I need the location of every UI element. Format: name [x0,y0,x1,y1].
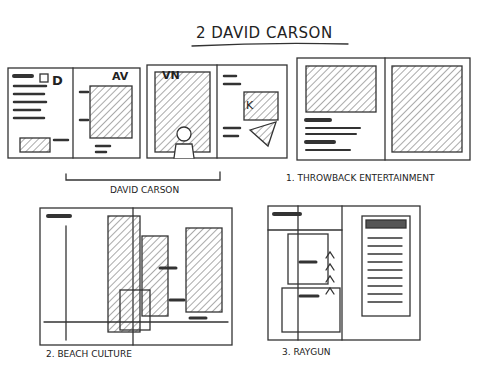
sketch-letter: VN [162,70,180,81]
thumbnail-spread [40,208,232,345]
thumbnail-label: 1. THROWBACK ENTERTAINMENT [286,174,434,183]
sketch-letter: K [246,100,253,111]
thumbnail-label: 3. RAYGUN [282,348,331,357]
sketch-letter: D [52,74,63,87]
thumbnail-spread [8,68,140,158]
thumbnail-spread [147,65,287,158]
group-label: DAVID CARSON [110,186,179,195]
sheet-title: 2 DAVID CARSON [196,26,333,41]
thumbnail-spread [268,206,420,340]
group-bracket [66,172,220,180]
sketch-letter: AV [112,71,128,82]
thumbnail-spread [297,58,470,160]
thumbnail-label: 2. BEACH CULTURE [46,350,132,359]
title-underline [192,43,348,46]
